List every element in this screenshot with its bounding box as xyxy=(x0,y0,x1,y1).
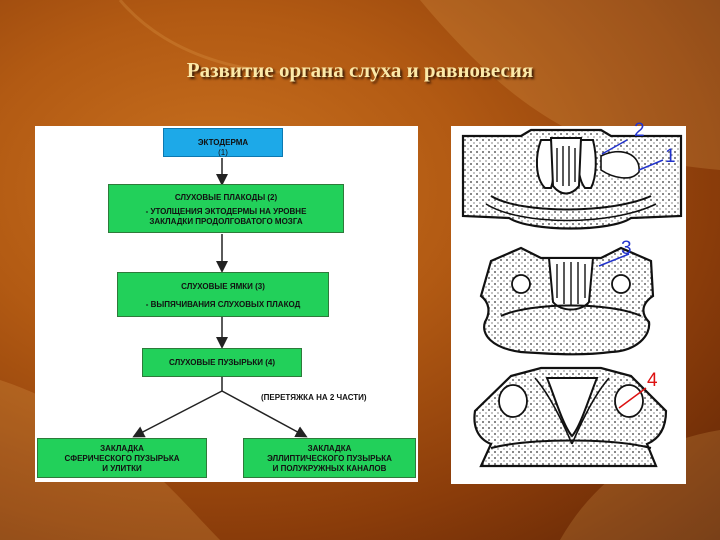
left-branch-line-1: ЗАКЛАДКА xyxy=(38,444,206,454)
right-branch-line-1: ЗАКЛАДКА xyxy=(244,444,415,454)
placodes-label: СЛУХОВЫЕ ПЛАКОДЫ (2) xyxy=(109,193,343,203)
vesicles-box: СЛУХОВЫЕ ПУЗЫРЬКИ (4) xyxy=(142,348,302,377)
vesicles-label: СЛУХОВЫЕ ПУЗЫРЬКИ (4) xyxy=(143,358,301,368)
placodes-desc-2: ЗАКЛАДКИ ПРОДОЛГОВАТОГО МОЗГА xyxy=(109,217,343,227)
constriction-label: (ПЕРЕТЯЖКА НА 2 ЧАСТИ) xyxy=(261,393,367,402)
slide-title: Развитие органа слуха и равновесия xyxy=(0,58,720,83)
placodes-desc-1: - УТОЛЩЕНИЯ ЭКТОДЕРМЫ НА УРОВНЕ xyxy=(109,207,343,217)
ectoderm-number: (1) xyxy=(164,148,282,158)
section-bottom xyxy=(474,368,666,466)
left-branch-line-3: И УЛИТКИ xyxy=(38,464,206,474)
section-middle xyxy=(481,248,653,354)
section-top xyxy=(463,130,681,229)
right-branch-line-2: ЭЛЛИПТИЧЕСКОГО ПУЗЫРЬКА xyxy=(244,454,415,464)
pits-desc: - ВЫПЯЧИВАНИЯ СЛУХОВЫХ ПЛАКОД xyxy=(118,300,328,310)
label-3: 3 xyxy=(621,238,632,260)
flowchart-panel: ЭКТОДЕРМА (1) СЛУХОВЫЕ ПЛАКОДЫ (2) - УТО… xyxy=(35,126,418,482)
right-branch-box: ЗАКЛАДКА ЭЛЛИПТИЧЕСКОГО ПУЗЫРЬКА И ПОЛУК… xyxy=(243,438,416,478)
label-1: 1 xyxy=(665,146,676,168)
cross-section-illustration: 2 1 3 4 xyxy=(451,126,686,484)
embryo-section-drawings xyxy=(451,126,686,484)
pits-label: СЛУХОВЫЕ ЯМКИ (3) xyxy=(118,282,328,292)
pits-box: СЛУХОВЫЕ ЯМКИ (3) - ВЫПЯЧИВАНИЯ СЛУХОВЫХ… xyxy=(117,272,329,317)
ectoderm-box: ЭКТОДЕРМА (1) xyxy=(163,128,283,157)
placodes-box: СЛУХОВЫЕ ПЛАКОДЫ (2) - УТОЛЩЕНИЯ ЭКТОДЕР… xyxy=(108,184,344,233)
label-4: 4 xyxy=(647,370,658,392)
left-branch-box: ЗАКЛАДКА СФЕРИЧЕСКОГО ПУЗЫРЬКА И УЛИТКИ xyxy=(37,438,207,478)
right-branch-line-3: И ПОЛУКРУЖНЫХ КАНАЛОВ xyxy=(244,464,415,474)
arrow-to-left-branch xyxy=(135,391,222,436)
ectoderm-label: ЭКТОДЕРМА xyxy=(164,138,282,148)
left-branch-line-2: СФЕРИЧЕСКОГО ПУЗЫРЬКА xyxy=(38,454,206,464)
label-2: 2 xyxy=(634,120,645,142)
